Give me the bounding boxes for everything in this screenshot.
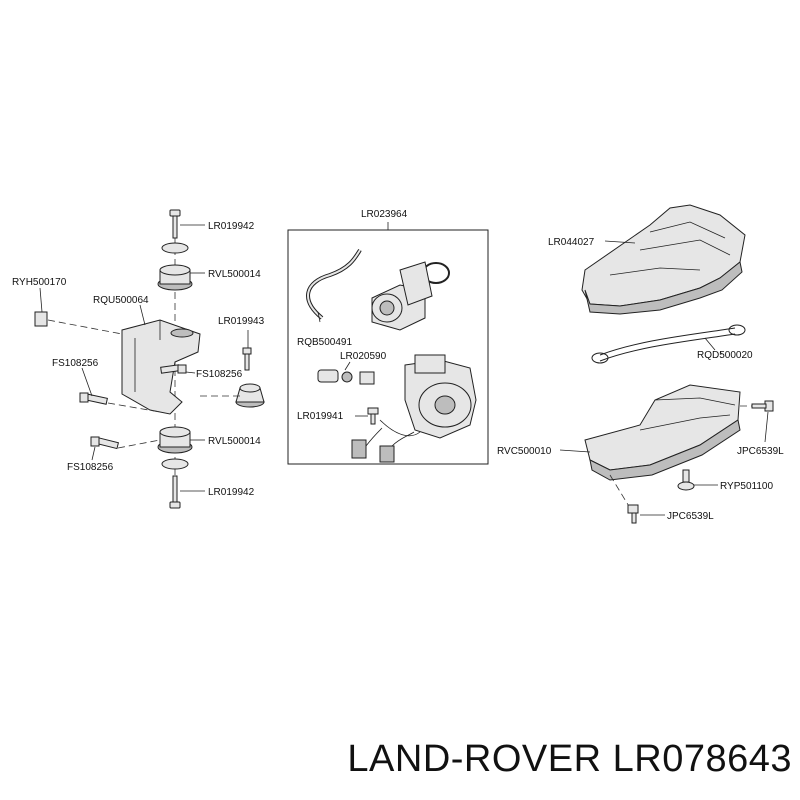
bolt-fs108256-c-icon — [90, 436, 120, 450]
bolt-fs108256-b-icon — [79, 392, 108, 405]
compressor-body-icon — [404, 354, 477, 439]
bolt-lr019941-icon — [367, 407, 379, 425]
bolt-jpc6539l-b-icon — [627, 504, 639, 524]
cover-tray-group — [559, 204, 774, 524]
callout-lr019941: LR019941 — [297, 411, 344, 422]
bottom-washer-icon — [161, 458, 189, 470]
connector-icon — [317, 369, 375, 385]
callout-jpc6539l-b: JPC6539L — [667, 511, 714, 522]
bolt-jpc6539l-a-icon — [751, 400, 774, 412]
callout-rvl500014-bottom: RVL500014 — [208, 436, 261, 447]
callout-lr023964: LR023964 — [361, 209, 408, 220]
bottom-bolt-icon — [169, 475, 181, 509]
left-mount-group — [34, 209, 265, 510]
callout-rvl500014-top: RVL500014 — [208, 269, 261, 280]
pump-head-icon — [371, 261, 433, 331]
callout-lr044027: LR044027 — [548, 237, 595, 248]
compressor-group — [287, 222, 489, 465]
top-washer-icon — [161, 242, 189, 254]
callout-rqd500020: RQD500020 — [697, 350, 753, 361]
top-bolt-icon — [169, 209, 181, 239]
callout-fs108256-a: FS108256 — [52, 358, 99, 369]
callout-ryp501100: RYP501100 — [720, 481, 773, 492]
clip-icon — [34, 311, 48, 327]
bottom-isolator-icon — [157, 426, 193, 454]
tray-icon — [584, 384, 741, 471]
callout-lr020590: LR020590 — [340, 351, 387, 362]
callout-lr019942-bottom: LR019942 — [208, 487, 255, 498]
callout-ryh500170: RYH500170 — [12, 277, 67, 288]
callout-fs108256-c: FS108256 — [67, 462, 114, 473]
callout-lr019943: LR019943 — [218, 316, 265, 327]
plug-a-icon — [351, 439, 367, 459]
callout-rqu500064: RQU500064 — [93, 295, 149, 306]
callout-jpc6539l-a: JPC6539L — [737, 446, 784, 457]
callout-lr019942-top: LR019942 — [208, 221, 255, 232]
rubber-bump-icon — [235, 383, 265, 408]
bolt-fs108256-a-icon — [160, 364, 187, 374]
callout-rqb500491: RQB500491 — [297, 337, 352, 348]
part-number-caption: LAND-ROVER LR078643 — [347, 738, 792, 780]
callout-rvc500010: RVC500010 — [497, 446, 552, 457]
plug-b-icon — [379, 445, 395, 463]
lanyard-icon — [599, 327, 736, 356]
top-isolator-icon — [157, 264, 193, 291]
nut-ryp501100-icon — [677, 469, 695, 491]
callout-fs108256-b: FS108256 — [196, 369, 243, 380]
bolt-lr019943-icon — [242, 347, 252, 371]
